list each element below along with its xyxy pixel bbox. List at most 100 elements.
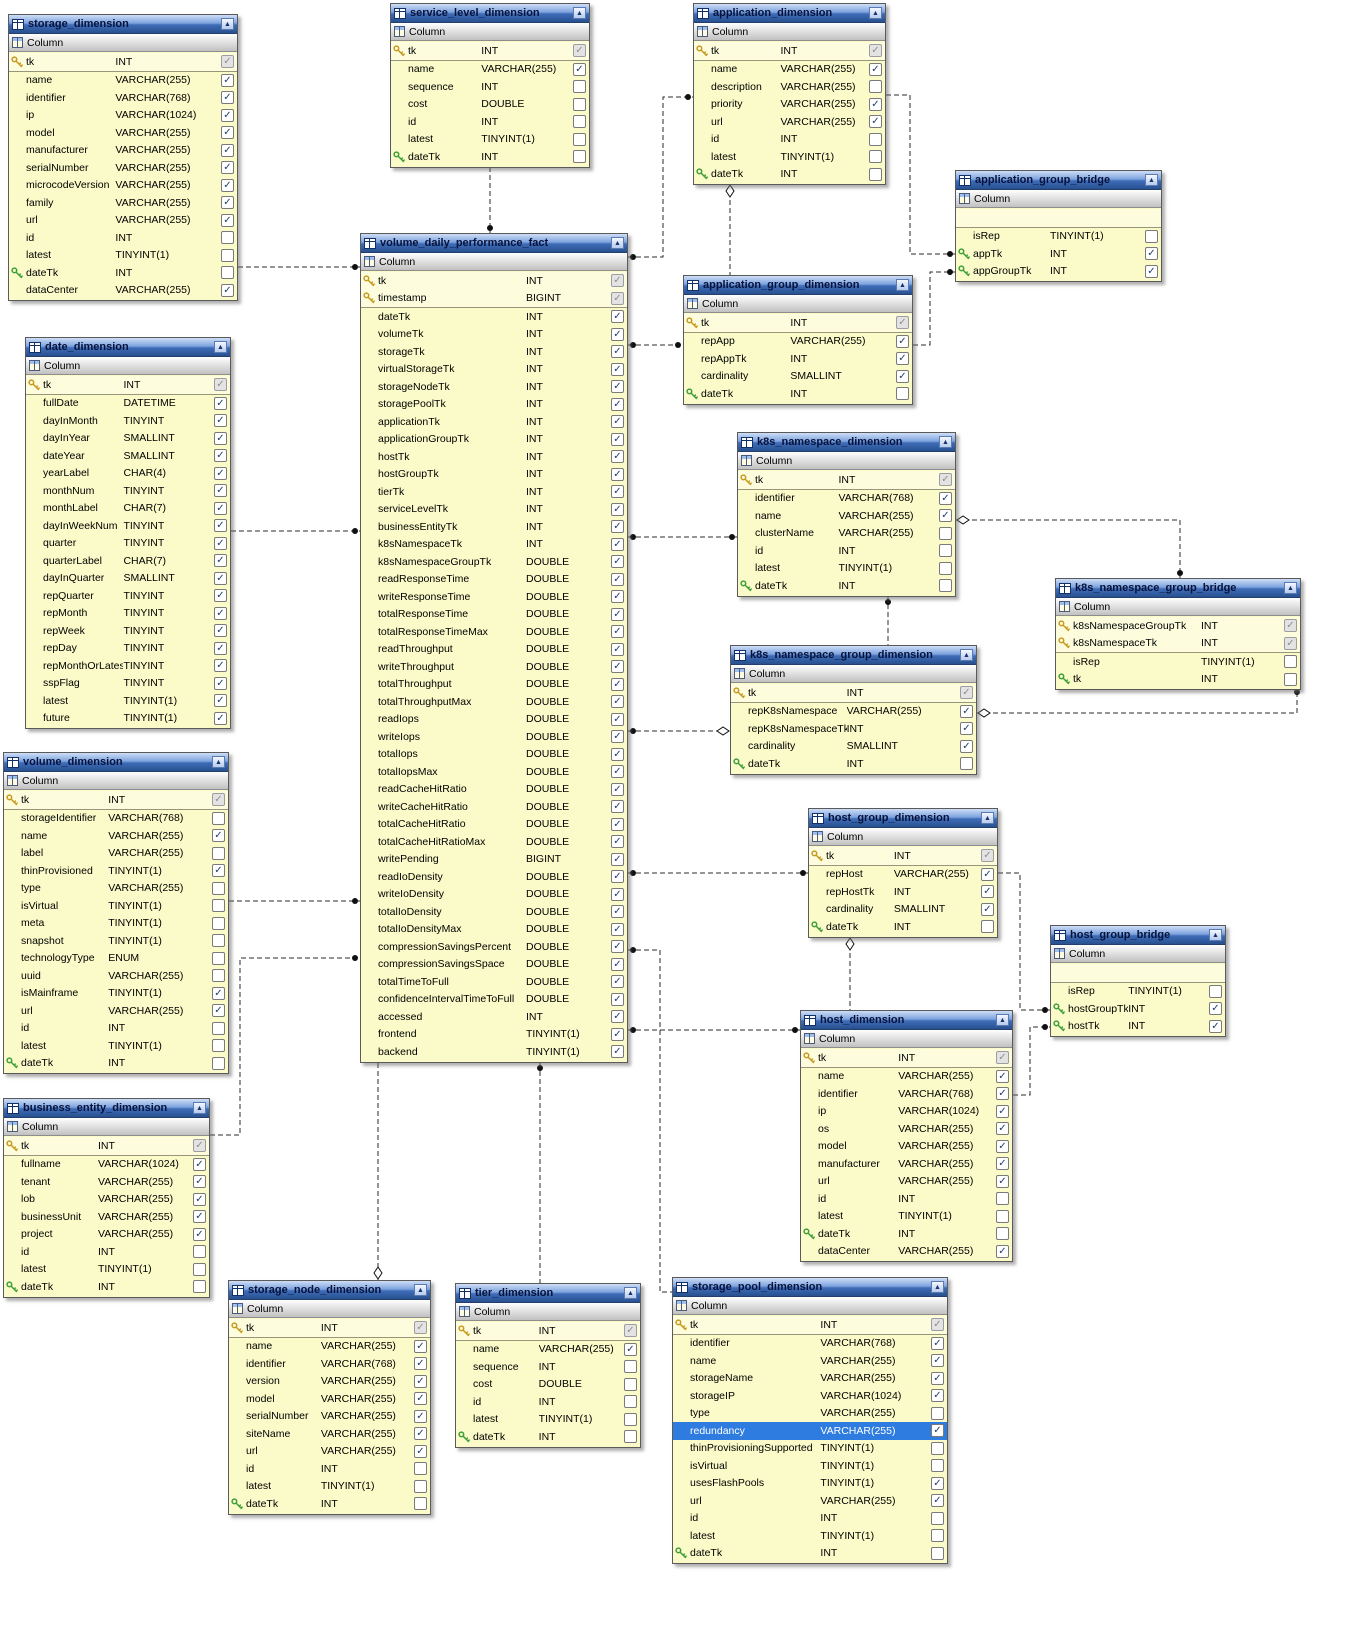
column-checkbox[interactable]: ✓	[996, 1244, 1009, 1258]
column-checkbox[interactable]: ✓	[981, 885, 994, 899]
column-checkbox[interactable]: ✓	[414, 1357, 427, 1371]
column-checkbox[interactable]: ✓	[611, 870, 624, 884]
column-checkbox[interactable]: ✓	[611, 677, 624, 691]
column-checkbox[interactable]	[624, 1412, 637, 1426]
column-checkbox[interactable]	[1284, 655, 1297, 669]
relationship-k8s_namespace_group-k8s_namespace_group_bridge[interactable]	[977, 687, 1298, 714]
column-checkbox[interactable]	[212, 1039, 225, 1053]
column-checkbox[interactable]	[193, 1262, 206, 1276]
column-checkbox[interactable]	[212, 899, 225, 913]
column-checkbox[interactable]	[869, 167, 882, 181]
relationship-host-host_group_bridge[interactable]	[1013, 1026, 1050, 1096]
column-checkbox[interactable]	[931, 1441, 944, 1455]
entity-application_group_bridge[interactable]: application_group_bridgeColumnisRepTINYI…	[955, 170, 1162, 282]
column-checkbox[interactable]: ✓	[996, 1122, 1009, 1136]
column-checkbox[interactable]	[896, 387, 909, 401]
column-checkbox[interactable]: ✓	[896, 334, 909, 348]
entity-title-bar[interactable]: k8s_namespace_group_dimension	[731, 646, 976, 665]
entity-title-bar[interactable]: host_dimension	[801, 1011, 1012, 1030]
column-checkbox[interactable]	[981, 920, 994, 934]
column-checkbox[interactable]: ✓	[214, 659, 227, 673]
column-checkbox[interactable]	[869, 150, 882, 164]
entity-storage_dimension[interactable]: storage_dimensionColumntkINT✓nameVARCHAR…	[8, 14, 238, 301]
column-checkbox[interactable]	[221, 266, 234, 280]
column-checkbox[interactable]: ✓	[611, 555, 624, 569]
column-checkbox[interactable]: ✓	[611, 782, 624, 796]
collapse-icon[interactable]	[981, 812, 994, 824]
column-checkbox[interactable]: ✓	[214, 449, 227, 463]
column-checkbox[interactable]: ✓	[611, 345, 624, 359]
column-checkbox[interactable]: ✓	[981, 902, 994, 916]
column-checkbox[interactable]: ✓	[981, 867, 994, 881]
column-checkbox[interactable]: ✓	[931, 1318, 944, 1332]
column-checkbox[interactable]	[212, 1021, 225, 1035]
column-checkbox[interactable]	[414, 1462, 427, 1476]
column-checkbox[interactable]: ✓	[611, 747, 624, 761]
column-checkbox[interactable]	[573, 132, 586, 146]
column-checkbox[interactable]	[939, 579, 952, 593]
column-checkbox[interactable]: ✓	[212, 1004, 225, 1018]
column-checkbox[interactable]: ✓	[931, 1371, 944, 1385]
column-checkbox[interactable]: ✓	[214, 501, 227, 515]
column-checkbox[interactable]	[624, 1430, 637, 1444]
column-checkbox[interactable]	[869, 80, 882, 94]
column-checkbox[interactable]: ✓	[193, 1175, 206, 1189]
column-checkbox[interactable]: ✓	[221, 213, 234, 227]
column-checkbox[interactable]: ✓	[996, 1087, 1009, 1101]
column-checkbox[interactable]	[624, 1377, 637, 1391]
column-checkbox[interactable]: ✓	[611, 380, 624, 394]
column-checkbox[interactable]: ✓	[1145, 247, 1158, 261]
